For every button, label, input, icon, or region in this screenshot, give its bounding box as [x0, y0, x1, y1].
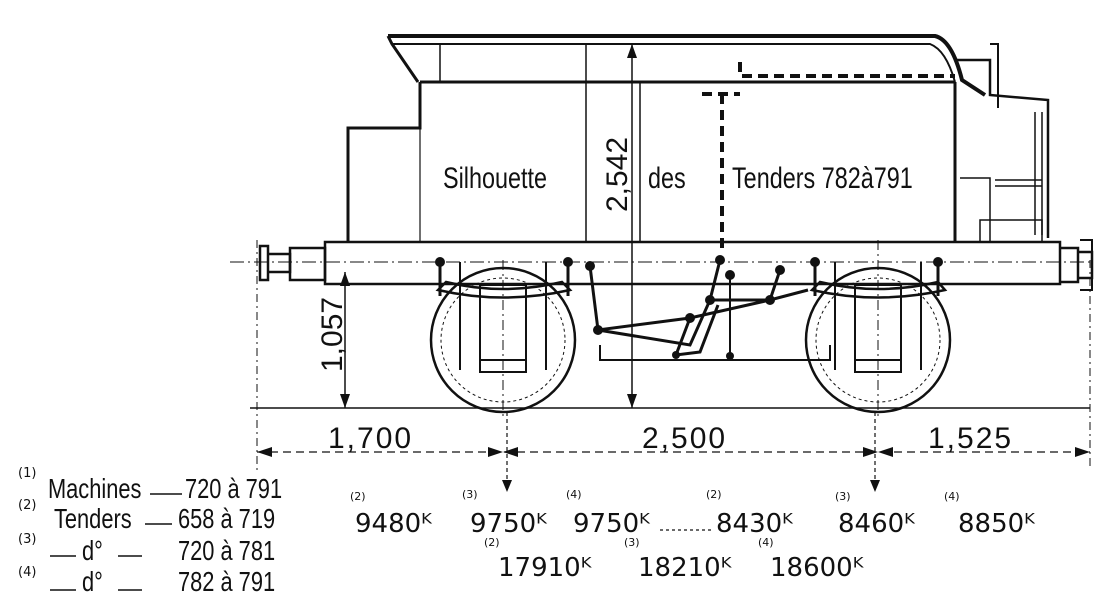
legend-range: 658 à 719	[178, 503, 275, 534]
legend-label: d°	[82, 535, 103, 566]
legend-marker: (3)	[18, 532, 36, 547]
load-value: 9750ᴷ	[573, 509, 651, 539]
total-marker: (4)	[758, 536, 774, 549]
legend-range: 720 à 781	[178, 535, 275, 566]
brake-rigging	[435, 255, 943, 361]
total-marker: (2)	[484, 536, 500, 549]
load-marker: (3)	[835, 490, 851, 503]
total-value: 18600ᴷ	[770, 553, 865, 583]
legend-label: Tenders	[54, 503, 132, 534]
front-overhang-label: 1,700	[328, 422, 413, 455]
legend-label: Machines	[48, 473, 141, 504]
axle-loads: (2) 9480ᴷ (3) 9750ᴷ (4) 9750ᴷ (2) 8430ᴷ …	[350, 488, 1036, 583]
legend-marker: (2)	[18, 498, 36, 513]
load-marker: (3)	[462, 488, 478, 501]
total-value: 17910ᴷ	[498, 553, 593, 583]
load-value: 8430ᴷ	[716, 509, 794, 539]
load-value: 9750ᴷ	[470, 509, 548, 539]
legend-label: d°	[82, 566, 103, 597]
wheelbase-label: 2,500	[642, 422, 727, 455]
legend-range: 720 à 791	[185, 473, 282, 504]
dimension-lines	[256, 44, 1091, 492]
tender-body	[346, 34, 1050, 252]
load-marker: (2)	[706, 488, 722, 501]
title-word-des: des	[648, 161, 686, 194]
load-value: 8850ᴷ	[958, 509, 1036, 539]
legend: (1) Machines 720 à 791 (2) Tenders 658 à…	[18, 466, 282, 598]
height-total-label: 2,542	[601, 137, 634, 212]
legend-marker: (1)	[18, 466, 36, 481]
load-marker: (2)	[350, 490, 366, 503]
title-word-tenders: Tenders 782à791	[732, 161, 913, 194]
legend-marker: (4)	[18, 565, 36, 580]
height-frame-label: 1,057	[316, 297, 349, 372]
load-marker: (4)	[944, 490, 960, 503]
legend-range: 782 à 791	[178, 566, 275, 597]
load-marker: (4)	[566, 488, 582, 501]
total-marker: (3)	[624, 536, 640, 549]
total-value: 18210ᴷ	[638, 553, 733, 583]
title-word-silhouette: Silhouette	[443, 161, 547, 194]
axle-boxes	[435, 262, 948, 373]
underframe	[230, 239, 1094, 291]
front-wheel	[429, 260, 577, 420]
load-value: 9480ᴷ	[355, 509, 433, 539]
rear-wheel	[804, 240, 952, 420]
rear-overhang-label: 1,525	[928, 422, 1013, 455]
load-value: 8460ᴷ	[838, 509, 916, 539]
